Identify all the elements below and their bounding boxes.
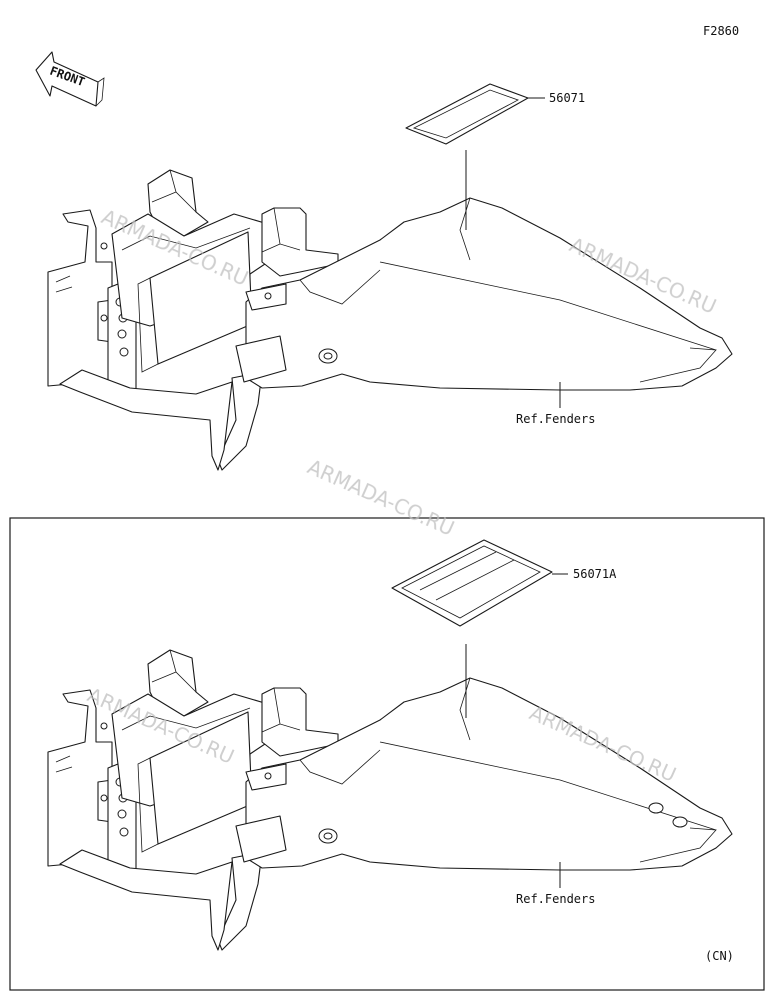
watermark-3: ARMADA-CO.RU (304, 455, 458, 541)
part-number-56071: 56071 (549, 91, 585, 105)
ref-fenders-label-lower: Ref.Fenders (516, 892, 595, 906)
front-arrow-icon: FRONT (35, 51, 105, 107)
figure-code: F2860 (703, 24, 739, 38)
lower-diagram: 56071A Ref.Fenders (47, 539, 733, 951)
region-code: (CN) (705, 949, 734, 963)
label-sticker-56071A (391, 539, 553, 627)
ref-fenders-label: Ref.Fenders (516, 412, 595, 426)
cn-variant-frame (9, 517, 765, 991)
part-number-56071A: 56071A (573, 567, 617, 581)
label-sticker-56071 (405, 83, 529, 145)
upper-diagram: 56071 Ref.Fenders (47, 83, 733, 471)
